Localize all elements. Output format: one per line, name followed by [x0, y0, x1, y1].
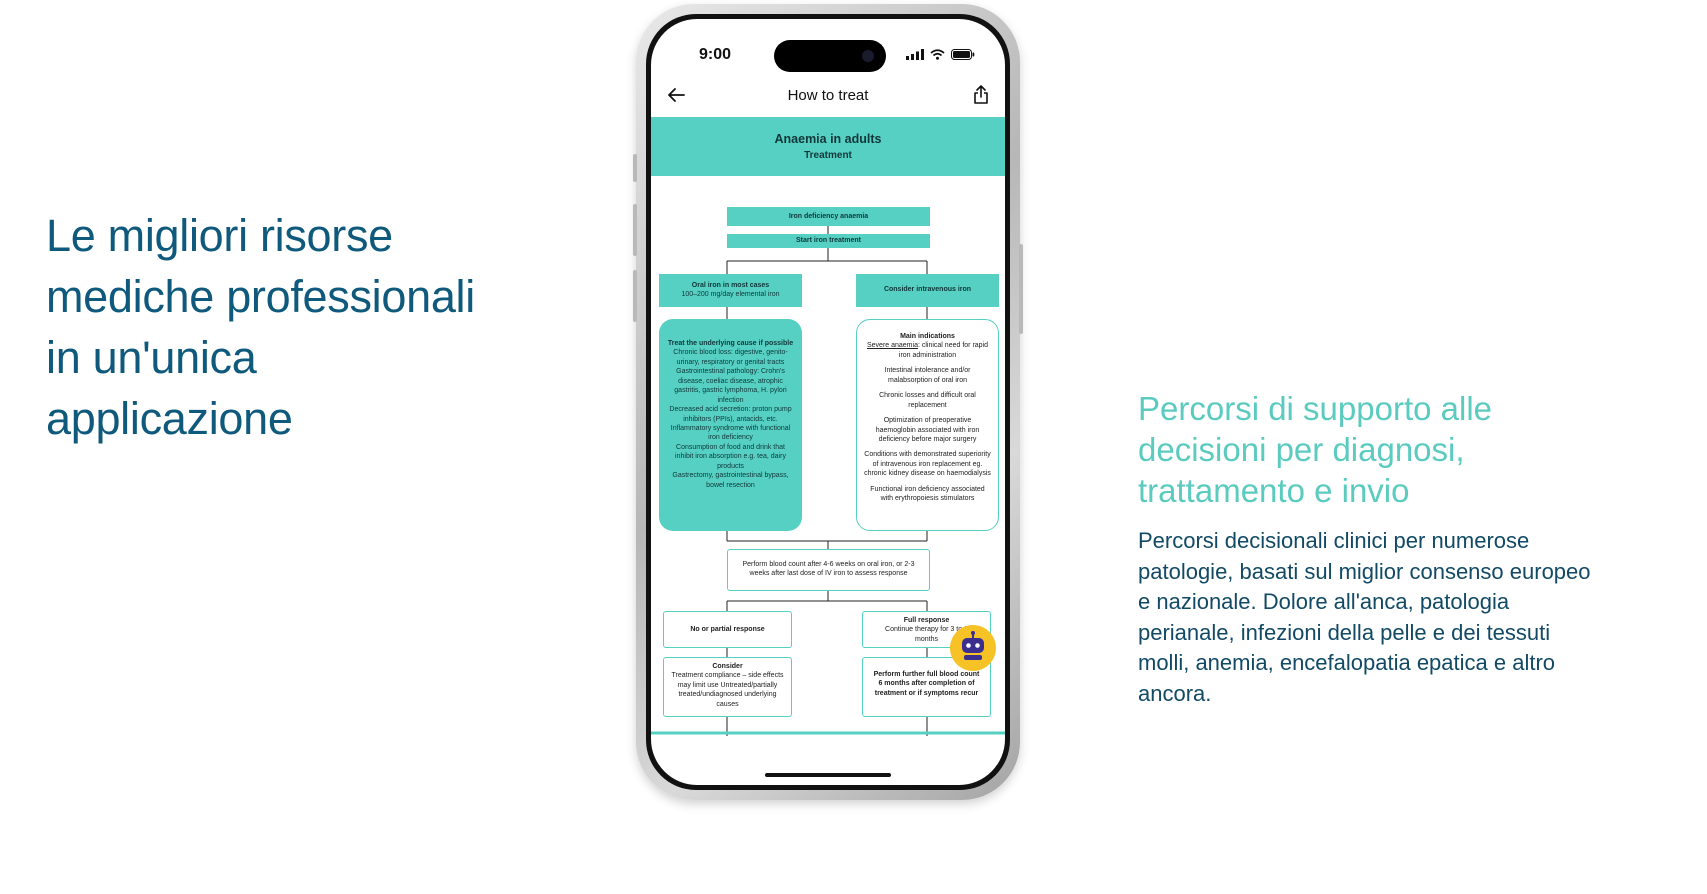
- phone-power-button: [1019, 244, 1023, 334]
- phone-screen: 9:00: [646, 14, 1010, 790]
- arrow-left-icon: [668, 88, 685, 102]
- share-icon: [974, 85, 988, 104]
- consider-text: Treatment compliance – side effects may …: [671, 672, 784, 708]
- node-partial-response[interactable]: No or partial response: [663, 611, 792, 648]
- back-button[interactable]: [667, 87, 685, 108]
- oral-iron-title: Oral iron in most cases: [691, 282, 770, 289]
- signal-icon: [906, 49, 924, 60]
- headline: Le migliori risorse mediche professional…: [46, 210, 475, 444]
- pathway-title: Anaemia in adults: [774, 132, 882, 146]
- severe-anaemia-text: : clinical need for rapid iron administr…: [898, 342, 989, 359]
- node-blood-count[interactable]: Perform blood count after 4-6 weeks on o…: [727, 549, 930, 591]
- app-screen: 9:00: [651, 19, 1005, 785]
- node-oral-iron[interactable]: Oral iron in most cases 100–200 mg/day e…: [659, 274, 802, 307]
- wifi-icon: [930, 49, 945, 60]
- nav-bar: How to treat: [651, 77, 1005, 117]
- dynamic-island: [774, 40, 886, 72]
- indication-item: Optimization of preoperative haemoglobin…: [875, 417, 980, 443]
- share-button[interactable]: [973, 85, 989, 109]
- full-response-text: Continue therapy for 3 to 6 months: [885, 626, 968, 643]
- cause-list: Chronic blood loss: digestive, genito-ur…: [667, 348, 794, 490]
- nav-title: How to treat: [787, 87, 869, 104]
- camera-icon: [862, 50, 874, 62]
- indication-item: Chronic losses and difficult oral replac…: [879, 392, 976, 409]
- node-underlying-cause[interactable]: Treat the underlying cause if possible C…: [659, 319, 802, 531]
- pathway-subtitle: Treatment: [804, 150, 852, 161]
- indication-item: Functional iron deficiency associated wi…: [870, 485, 985, 503]
- indication-item: Intestinal intolerance and/or malabsorpt…: [884, 367, 971, 384]
- cause-item: Gastrointestinal pathology: Crohn's dise…: [674, 368, 787, 404]
- status-icons: [906, 49, 975, 60]
- cause-item: Gastrectomy, gastrointestinal bypass, bo…: [672, 472, 789, 489]
- cause-item: Chronic blood loss: digestive, genito-ur…: [673, 349, 788, 366]
- indication-list: Intestinal intolerance and/or malabsorpt…: [864, 366, 991, 503]
- flowchart-connectors: [651, 226, 1005, 736]
- cause-item: Inflammatory syndrome with functional ir…: [670, 424, 791, 442]
- robot-icon: [962, 631, 984, 660]
- consider-title: Consider: [712, 663, 743, 670]
- full-response-title: Full response: [903, 617, 950, 624]
- phone-volume-up: [633, 204, 637, 256]
- feature-description: Percorsi decisionali clinici per numeros…: [1138, 528, 1591, 706]
- indications-title: Main indications: [900, 333, 955, 340]
- home-indicator: [765, 773, 891, 777]
- cause-title: Treat the underlying cause if possible: [667, 340, 794, 347]
- cause-item: Decreased acid secretion: proton pump in…: [669, 406, 792, 423]
- flowchart[interactable]: Iron deficiency anaemia Start iron treat…: [651, 176, 1005, 785]
- phone-action-button: [633, 154, 637, 182]
- battery-icon: [951, 49, 975, 60]
- phone-mockup: 9:00: [633, 4, 1023, 800]
- node-consider[interactable]: Consider Treatment compliance – side eff…: [663, 657, 792, 717]
- cause-item: Consumption of food and drink that inhib…: [675, 443, 786, 470]
- node-start-treatment[interactable]: Start iron treatment: [727, 234, 930, 248]
- oral-iron-dose: 100–200 mg/day elemental iron: [681, 291, 780, 299]
- node-main-indications[interactable]: Main indications Severe anaemia: clinica…: [856, 319, 999, 531]
- node-intravenous-iron[interactable]: Consider intravenous iron: [856, 274, 999, 307]
- node-iron-deficiency[interactable]: Iron deficiency anaemia: [727, 207, 930, 226]
- status-time: 9:00: [699, 46, 732, 63]
- feature-heading: Percorsi di supporto alle decisioni per …: [1138, 390, 1493, 509]
- indication-item: Conditions with demonstrated superiority…: [864, 451, 991, 478]
- pathway-header: Anaemia in adults Treatment: [651, 117, 1005, 176]
- phone-volume-down: [633, 270, 637, 322]
- assistant-button[interactable]: [950, 625, 996, 671]
- severe-anaemia-label: Severe anaemia: [866, 342, 918, 350]
